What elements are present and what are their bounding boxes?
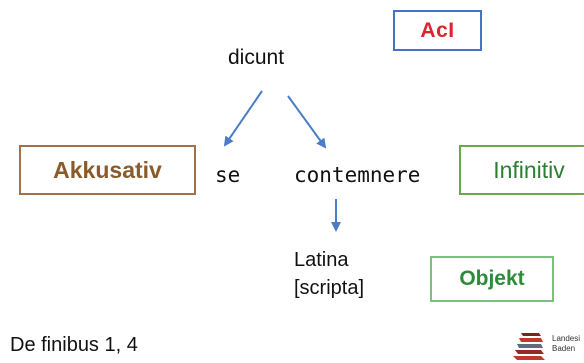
aci-label: AcI [420, 18, 455, 42]
logo-text: Landesi Baden [552, 334, 580, 354]
object-word-scripta: [scripta] [294, 277, 365, 299]
akkusativ-label: Akkusativ [53, 156, 162, 183]
akkusativ-label-box: Akkusativ [19, 145, 196, 195]
word-se: se [215, 163, 241, 187]
objekt-label: Objekt [459, 267, 525, 290]
infinitiv-label-box: Infinitiv [459, 145, 584, 195]
word-contemnere: contemnere [294, 163, 421, 187]
books-logo-icon [513, 333, 545, 360]
aci-label-box: AcI [393, 10, 482, 51]
objekt-label-box: Objekt [430, 256, 554, 302]
source-citation: De finibus 1, 4 [10, 334, 138, 356]
object-phrase: Latina [scripta] [294, 246, 364, 302]
verb-dicunt: dicunt [228, 46, 285, 69]
arrow-dicunt-to-contemnere [287, 95, 327, 149]
logo-text-line1: Landesi [552, 334, 581, 343]
arrow-dicunt-to-se [223, 90, 263, 147]
infinitiv-label: Infinitiv [493, 156, 565, 183]
logo-text-line2: Baden [552, 344, 576, 353]
object-word-latina: Latina [294, 249, 349, 271]
